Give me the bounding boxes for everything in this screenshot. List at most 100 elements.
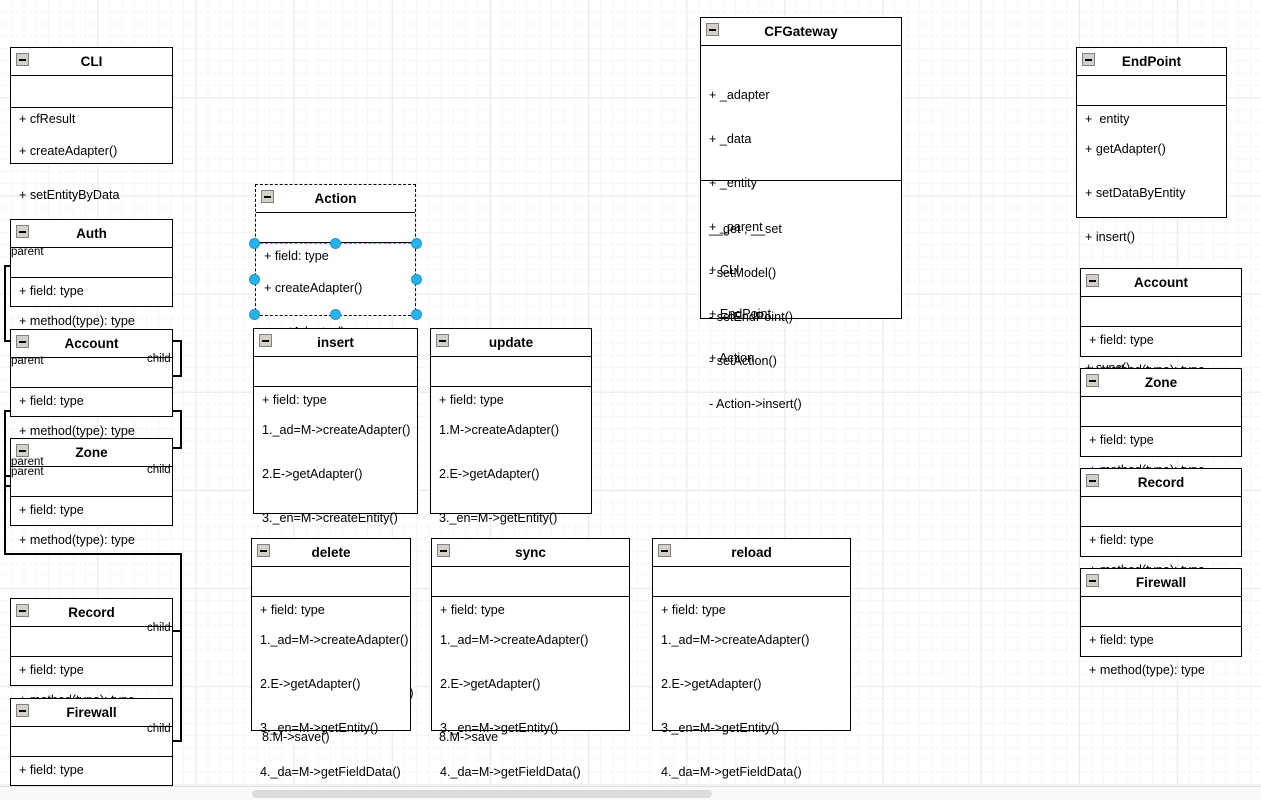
class-box-insert[interactable]: insert + field: type 1._ad=M->createAdap… xyxy=(253,328,418,744)
class-box-cli[interactable]: CLI + cfResult + createAdapter() + setEn… xyxy=(10,47,173,246)
collapse-icon[interactable] xyxy=(1082,53,1095,66)
attribute-line: + Action xyxy=(709,350,755,365)
class-box-endpoint[interactable]: EndPoint + entity + getAdapter() + setDa… xyxy=(1076,47,1227,419)
horizontal-scrollbar-track[interactable] xyxy=(0,786,1261,800)
selection-handle-sw[interactable] xyxy=(249,309,260,320)
class-box-action[interactable]: Action + field: type + createAdapter() +… xyxy=(255,184,416,383)
class-box-auth[interactable]: Auth + field: type + method(type): type xyxy=(10,219,173,328)
collapse-icon[interactable] xyxy=(16,444,29,457)
collapse-icon[interactable] xyxy=(436,334,449,347)
class-title-label: Record xyxy=(1137,475,1185,490)
collapse-icon[interactable] xyxy=(16,225,29,238)
class-title-label: Account xyxy=(1134,275,1188,290)
selection-handle-se[interactable] xyxy=(411,309,422,320)
operation-line: + method(type): type xyxy=(19,314,135,329)
class-box-firewall-left[interactable]: Firewall + field: type + method(type): t… xyxy=(10,698,173,800)
attribute-line: + field: type xyxy=(262,393,327,408)
class-box-zone-right[interactable]: Zone + field: type + method(type): type xyxy=(1080,368,1242,477)
operation-line: 1._ad=M->createAdapter() xyxy=(262,423,411,438)
class-box-sync[interactable]: sync + field: type 1._ad=M->createAdapte… xyxy=(431,538,630,779)
collapse-icon[interactable] xyxy=(16,53,29,66)
class-box-record-right[interactable]: Record + field: type + method(type): typ… xyxy=(1080,468,1242,577)
class-title-cfgateway: CFGateway xyxy=(701,18,901,46)
class-operations-delete: 1._ad=M->createAdapter() 2.E->getAdapter… xyxy=(252,597,410,800)
collapse-icon[interactable] xyxy=(706,23,719,36)
operation-line: - setModel() xyxy=(709,265,777,280)
class-box-delete[interactable]: delete + field: type 1._ad=M->createAdap… xyxy=(251,538,411,779)
class-title-label: update xyxy=(488,335,534,350)
collapse-icon[interactable] xyxy=(257,544,270,557)
horizontal-scrollbar-thumb[interactable] xyxy=(252,790,712,798)
class-title-delete: delete xyxy=(252,539,410,567)
collapse-icon[interactable] xyxy=(1086,574,1099,587)
operation-line: 3._en=M->getEntity() xyxy=(260,720,379,735)
selection-handle-e[interactable] xyxy=(411,274,422,285)
operation-line: 2.E->getAdapter() xyxy=(661,676,762,691)
class-box-account-right[interactable]: Account + field: type + method(type): ty… xyxy=(1080,268,1242,377)
class-title-cli: CLI xyxy=(11,48,172,76)
attribute-line: + field: type xyxy=(19,763,84,778)
attribute-line: + CLI xyxy=(709,263,740,278)
class-attributes-cli: + cfResult xyxy=(11,76,172,126)
collapse-icon[interactable] xyxy=(16,335,29,348)
class-box-zone-left[interactable]: Zone + field: type + method(type): type xyxy=(10,438,173,547)
attribute-line: + field: type xyxy=(439,393,504,408)
attribute-line: + field: type xyxy=(19,663,84,678)
attribute-line: + field: type xyxy=(1089,333,1154,348)
attribute-line: + field: type xyxy=(1089,533,1154,548)
operation-line: 1.M->createAdapter() xyxy=(439,423,560,438)
connector-account-zone-seg4 xyxy=(180,410,182,448)
collapse-icon[interactable] xyxy=(16,604,29,617)
attribute-line: + field: type xyxy=(19,394,84,409)
class-title-label: sync xyxy=(515,545,546,560)
attribute-line: + field: type xyxy=(19,284,84,299)
collapse-icon[interactable] xyxy=(1086,474,1099,487)
class-attributes-account-right: + field: type xyxy=(1081,297,1241,347)
collapse-icon[interactable] xyxy=(1086,374,1099,387)
attribute-line: + field: type xyxy=(1089,433,1154,448)
selection-handle-ne[interactable] xyxy=(411,238,422,249)
edge-label-zone-parent-a: parent xyxy=(11,456,44,468)
class-title-zone-right: Zone xyxy=(1081,369,1241,397)
class-title-firewall-left: Firewall xyxy=(11,699,172,727)
selection-handle-n[interactable] xyxy=(330,238,341,249)
class-title-action: Action xyxy=(256,185,415,213)
class-title-label: Record xyxy=(68,605,115,620)
attribute-line: + EndPoint xyxy=(709,307,771,322)
class-title-sync: sync xyxy=(432,539,629,567)
class-title-label: Zone xyxy=(75,445,108,460)
operation-line: 4._da=M->getFieldData() xyxy=(260,764,401,779)
attribute-line: + _data xyxy=(709,131,752,146)
class-box-record-left[interactable]: Record + field: type + method(type): typ… xyxy=(10,598,173,707)
operation-line: 2.E->getAdapter() xyxy=(260,676,361,691)
collapse-icon[interactable] xyxy=(658,544,671,557)
operation-line: 3._en=M->getEntity() xyxy=(440,720,559,735)
selection-handle-w[interactable] xyxy=(249,274,260,285)
class-box-cfgateway[interactable]: CFGateway + _adapter + _data + _entity +… xyxy=(700,17,902,411)
attribute-line: + field: type xyxy=(440,603,505,618)
collapse-icon[interactable] xyxy=(1086,274,1099,287)
class-operations-auth: + method(type): type xyxy=(11,278,172,365)
collapse-icon[interactable] xyxy=(16,704,29,717)
selection-handle-nw[interactable] xyxy=(249,238,260,249)
operation-line: - setAction() xyxy=(709,353,777,368)
edge-label-account-child: child xyxy=(147,353,171,365)
connector-auth-account-seg2 xyxy=(4,265,6,341)
class-box-firewall-right[interactable]: Firewall + field: type + method(type): t… xyxy=(1080,568,1242,677)
class-title-label: Firewall xyxy=(66,705,117,720)
attribute-line: + field: type xyxy=(19,503,84,518)
class-box-account-left[interactable]: Account + field: type + method(type): ty… xyxy=(10,329,173,438)
attribute-line: + field: type xyxy=(1089,633,1154,648)
edge-label-record-child: child xyxy=(147,622,171,634)
attribute-line: + field: type xyxy=(661,603,726,618)
class-attributes-record-left: + field: type xyxy=(11,627,172,677)
collapse-icon[interactable] xyxy=(259,334,272,347)
attribute-line: + _parent xyxy=(709,219,763,234)
class-box-update[interactable]: update + field: type 1.M->createAdapter(… xyxy=(430,328,592,744)
class-attributes-reload: + field: type xyxy=(653,567,850,617)
collapse-icon[interactable] xyxy=(437,544,450,557)
class-box-reload[interactable]: reload + field: type 1._ad=M->createAdap… xyxy=(652,538,851,779)
collapse-icon[interactable] xyxy=(261,190,274,203)
selection-handle-s[interactable] xyxy=(330,309,341,320)
